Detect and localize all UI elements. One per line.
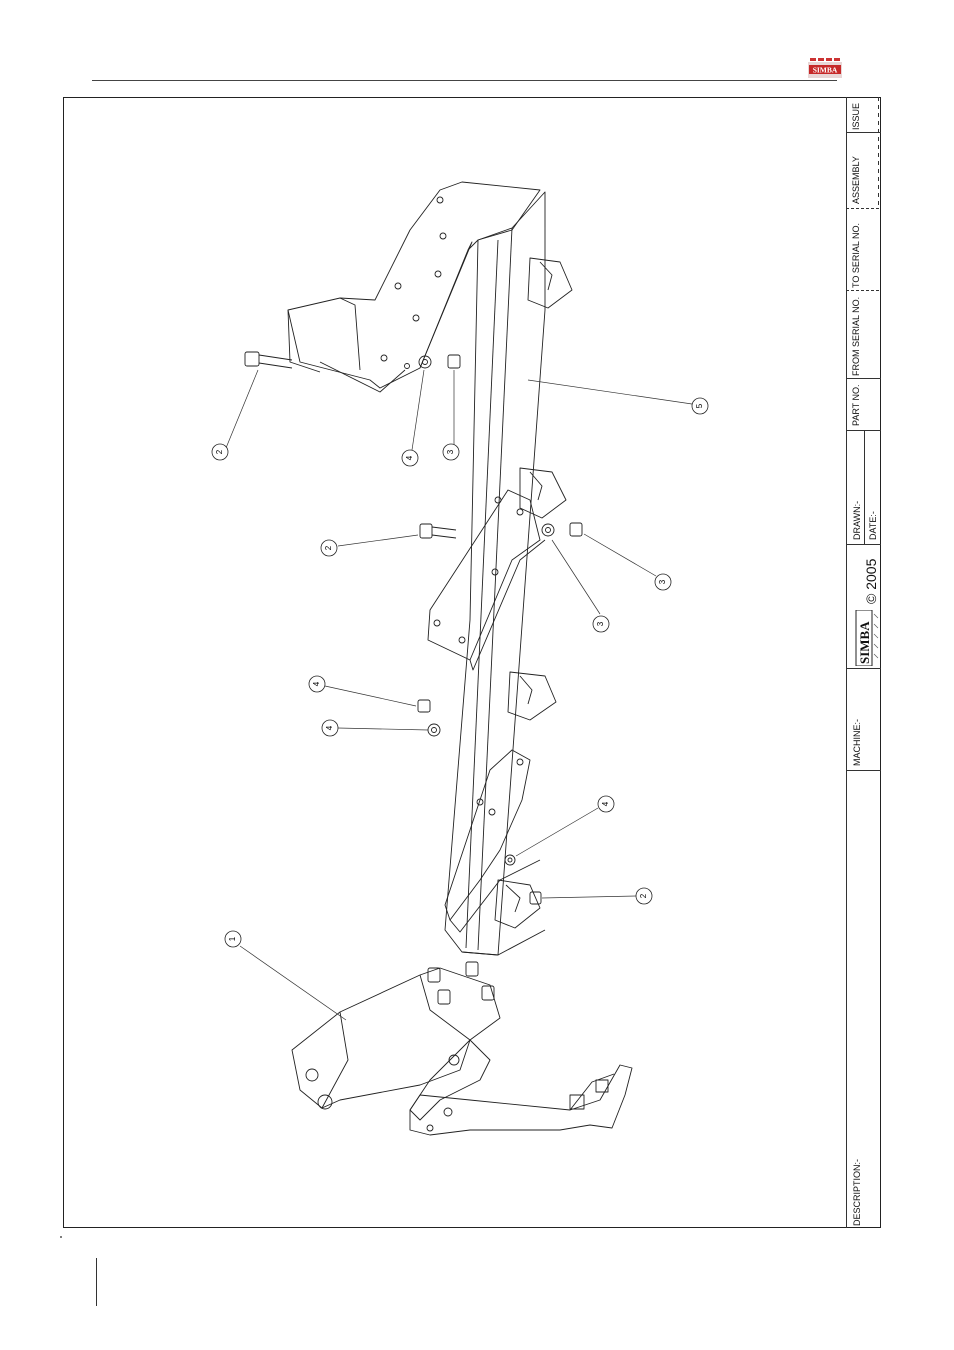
- callout-bubble: 2: [212, 444, 228, 460]
- svg-text:3: 3: [446, 449, 455, 454]
- svg-text:4: 4: [312, 681, 321, 686]
- svg-text:2: 2: [639, 893, 648, 898]
- callout-bubble: 4: [402, 450, 418, 466]
- callout-bubble: 4: [598, 796, 614, 812]
- leg-assembly: [292, 962, 632, 1135]
- footer-rule: [96, 1258, 97, 1306]
- main-beam: [445, 192, 545, 955]
- svg-text:2: 2: [215, 449, 224, 454]
- callout-bubble: 3: [593, 616, 609, 632]
- callout-bubble: 3: [655, 574, 671, 590]
- callout-bubble: 2: [636, 888, 652, 904]
- page-mark: [60, 1236, 62, 1238]
- callout-bubble: 4: [309, 676, 325, 692]
- callout-bubble: 4: [322, 720, 338, 736]
- callout-bubbles: 2 4 3 5 2 3 4 3 4 4 2 1: [212, 398, 708, 947]
- fasteners: [245, 352, 582, 904]
- svg-text:5: 5: [695, 403, 704, 408]
- svg-text:4: 4: [601, 801, 610, 806]
- centre-clamp-plate: [428, 490, 545, 670]
- lower-clamp-plate: [445, 750, 540, 932]
- svg-text:4: 4: [405, 455, 414, 460]
- callout-bubble: 1: [225, 931, 241, 947]
- svg-text:4: 4: [325, 725, 334, 730]
- svg-text:3: 3: [596, 621, 605, 626]
- callout-bubble: 2: [321, 540, 337, 556]
- leader-lines: [226, 370, 692, 1020]
- svg-text:2: 2: [324, 545, 333, 550]
- svg-text:3: 3: [658, 579, 667, 584]
- headstock-bracket: [288, 182, 540, 392]
- beam-mounting-lugs: [495, 258, 572, 928]
- callout-bubble: 5: [692, 398, 708, 414]
- callout-bubble: 3: [443, 444, 459, 460]
- svg-text:1: 1: [228, 936, 237, 941]
